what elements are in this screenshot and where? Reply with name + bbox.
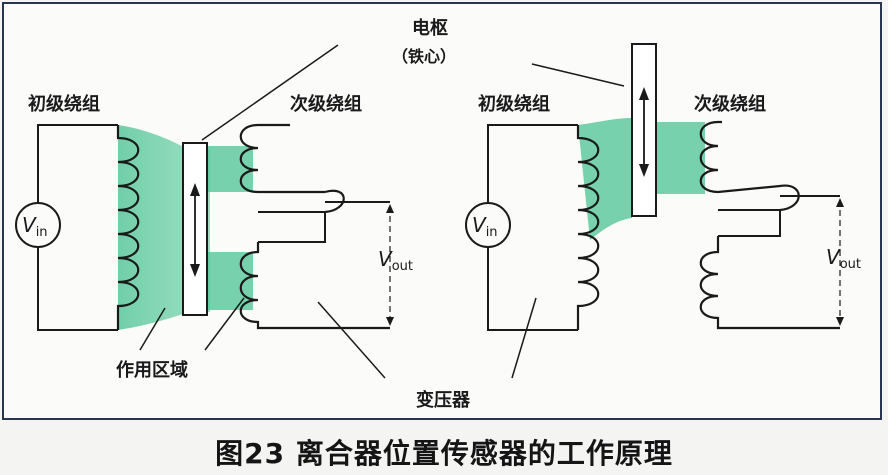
vout-symbol-right: V bbox=[826, 245, 841, 269]
sensor-diagram: Vin Vout Vin Vout 电枢 （铁心） 初级绕组 bbox=[15, 17, 861, 411]
secondary-coil-left-upper-wind bbox=[239, 123, 325, 194]
svg-text:Vout: Vout bbox=[378, 247, 413, 274]
flux-region-left-lower bbox=[205, 252, 253, 310]
leader-armature-right bbox=[531, 63, 625, 87]
flux-region-right-upper bbox=[655, 122, 705, 194]
arrow-head-down-left bbox=[190, 264, 200, 277]
vout-arrow-top-right bbox=[836, 198, 844, 207]
label-secondary-right: 次级绕组 bbox=[694, 93, 766, 115]
vout-arrow-bottom-left bbox=[386, 317, 394, 326]
label-armature: 电枢 bbox=[412, 17, 448, 39]
leader-armature-left bbox=[201, 44, 339, 141]
arrow-head-up-left bbox=[190, 183, 200, 196]
leader-active-area-1 bbox=[139, 307, 166, 351]
leader-transformer-right bbox=[511, 297, 537, 379]
vin-subscript-left: in bbox=[36, 225, 48, 240]
label-primary-left: 初级绕组 bbox=[28, 93, 100, 115]
label-active-area: 作用区域 bbox=[116, 359, 188, 381]
arrow-head-up-right bbox=[639, 87, 649, 100]
secondary-lower-start-left bbox=[258, 212, 326, 243]
figure-caption: 图23 离合器位置传感器的工作原理 bbox=[215, 437, 673, 470]
vout-subscript-right: out bbox=[840, 257, 861, 272]
vin-symbol-left: V bbox=[22, 213, 37, 237]
vin-source-left bbox=[15, 202, 61, 248]
arrow-head-down-right bbox=[639, 164, 649, 177]
leader-active-area-2 bbox=[204, 297, 245, 351]
vin-source-right bbox=[465, 202, 511, 248]
secondary-coil-right-upper-wind bbox=[699, 120, 781, 194]
vin-subscript-right: in bbox=[486, 225, 498, 240]
label-core: （铁心） bbox=[392, 47, 456, 66]
vout-symbol-left: V bbox=[378, 247, 393, 271]
vin-symbol-right: V bbox=[472, 213, 487, 237]
flux-region-left-upper bbox=[205, 146, 253, 192]
label-primary-right: 初级绕组 bbox=[478, 93, 550, 115]
secondary-lower-start-right bbox=[718, 210, 781, 237]
secondary-junction-loop-left bbox=[324, 189, 345, 214]
label-transformer: 变压器 bbox=[416, 389, 471, 411]
primary-coil-right bbox=[576, 125, 600, 330]
svg-text:Vout: Vout bbox=[826, 245, 861, 272]
vout-arrow-bottom-right bbox=[836, 317, 844, 326]
label-secondary-left: 次级绕组 bbox=[290, 93, 362, 115]
vout-subscript-left: out bbox=[392, 259, 413, 274]
vout-arrow-top-left bbox=[386, 204, 394, 213]
svg-text:Vin: Vin bbox=[22, 213, 48, 240]
secondary-coil-right-lower-wind bbox=[699, 236, 840, 330]
leader-transformer-left bbox=[317, 301, 386, 379]
secondary-junction-loop-right bbox=[779, 184, 800, 212]
primary-coil-left bbox=[116, 125, 140, 330]
svg-text:Vin: Vin bbox=[472, 213, 498, 240]
secondary-coil-left-lower-wind bbox=[239, 242, 390, 330]
flux-region-right bbox=[578, 118, 632, 240]
